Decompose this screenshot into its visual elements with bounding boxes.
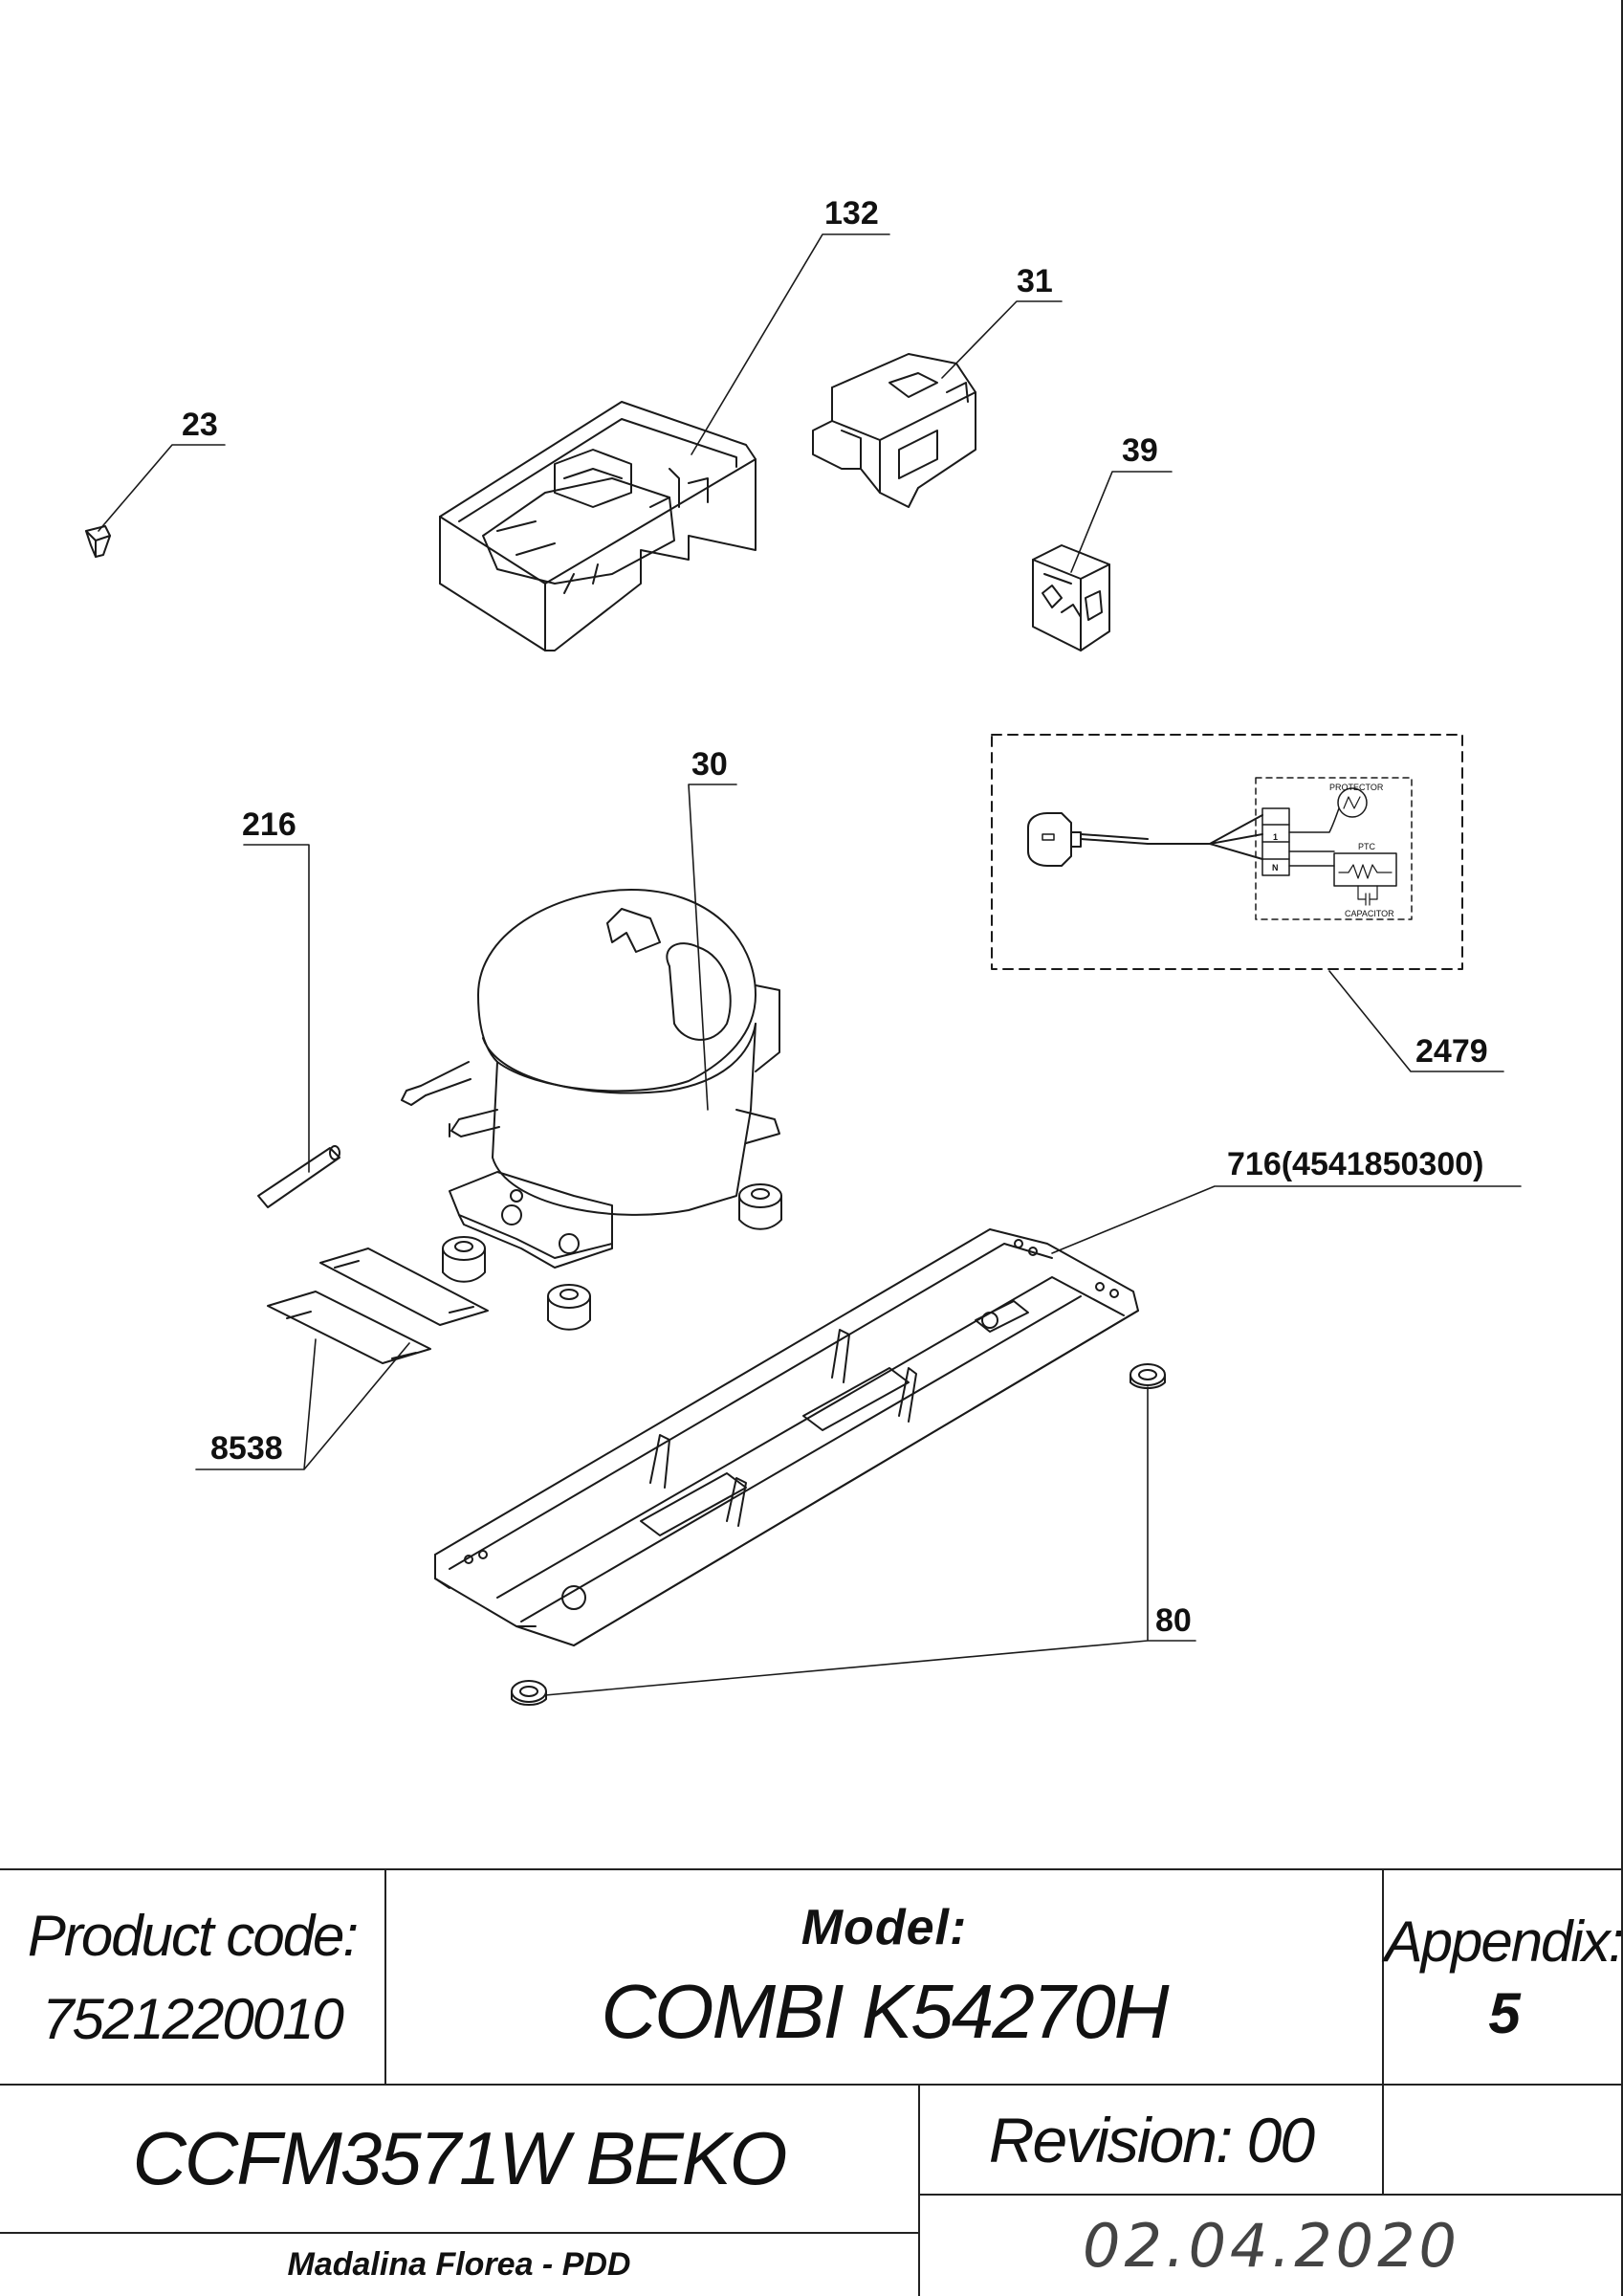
part-216-tube	[257, 1145, 340, 1208]
model-cell: Model: COMBI K54270H	[384, 1868, 1384, 2086]
callout-716: 716(4541850300)	[1227, 1146, 1483, 1182]
callout-39: 39	[1122, 432, 1158, 469]
part-30-compressor	[401, 889, 780, 1269]
callout-80: 80	[1155, 1602, 1192, 1639]
label-terminal-n: N	[1272, 863, 1279, 872]
revision-cell: Revision: 00	[918, 2084, 1384, 2196]
callout-132: 132	[824, 195, 879, 232]
part-23-grommet	[85, 525, 111, 558]
callout-216: 216	[242, 806, 296, 843]
part-80-clips	[511, 1363, 1166, 1706]
part-31-relay-cover	[812, 353, 976, 508]
label-ptc: PTC	[1358, 842, 1376, 851]
callout-30: 30	[691, 746, 728, 783]
author: Madalina Florea - PDD	[287, 2246, 631, 2283]
model-label: Model:	[801, 1899, 968, 1955]
appendix-label: Appendix:	[1384, 1909, 1623, 1974]
callout-31: 31	[1017, 263, 1053, 299]
leader-lines	[98, 233, 1522, 1696]
author-cell: Madalina Florea - PDD	[0, 2232, 920, 2296]
label-capacitor: CAPACITOR	[1345, 909, 1394, 918]
appendix-cell: Appendix: 5	[1382, 1868, 1623, 2086]
label-terminal-1: 1	[1273, 832, 1278, 842]
sheet-border-right	[1621, 0, 1623, 2296]
wiring-labels: PROTECTOR PTC CAPACITOR 1 N	[1272, 783, 1394, 918]
callout-8538: 8538	[210, 1430, 283, 1467]
part-2479-wiring	[991, 734, 1463, 970]
part-132-cover	[439, 401, 757, 651]
date-cell: 02.04.2020	[918, 2194, 1623, 2296]
callout-2479: 2479	[1415, 1033, 1488, 1070]
callout-labels: 132 31 23 39 30 216 2479 716(4541850300)…	[182, 195, 1488, 1639]
product-name: CCFM3571W BEKO	[132, 2116, 788, 2200]
rubber-feet	[442, 1183, 782, 1331]
model-value: COMBI K54270H	[601, 1968, 1169, 2054]
date: 02.04.2020	[1083, 2211, 1460, 2281]
product-name-cell: CCFM3571W BEKO	[0, 2084, 920, 2234]
label-protector: PROTECTOR	[1329, 783, 1384, 792]
product-code-cell: Product code: 7521220010	[0, 1868, 386, 2086]
part-39-ptc-relay	[1032, 544, 1110, 651]
part-8538-strips	[267, 1247, 489, 1364]
title-block: Product code: 7521220010 Model: COMBI K5…	[0, 1868, 1623, 2296]
product-code-label: Product code:	[27, 1903, 359, 1968]
revision: Revision: 00	[988, 2104, 1315, 2175]
product-code-value: 7521220010	[42, 1986, 344, 2051]
exploded-parts-diagram: 132 31 23 39 30 216 2479 716(4541850300)…	[85, 195, 1522, 1706]
callout-23: 23	[182, 407, 218, 443]
part-716-base-bracket	[434, 1228, 1139, 1646]
blank-cell	[1382, 2084, 1623, 2196]
appendix-value: 5	[1488, 1980, 1520, 2045]
